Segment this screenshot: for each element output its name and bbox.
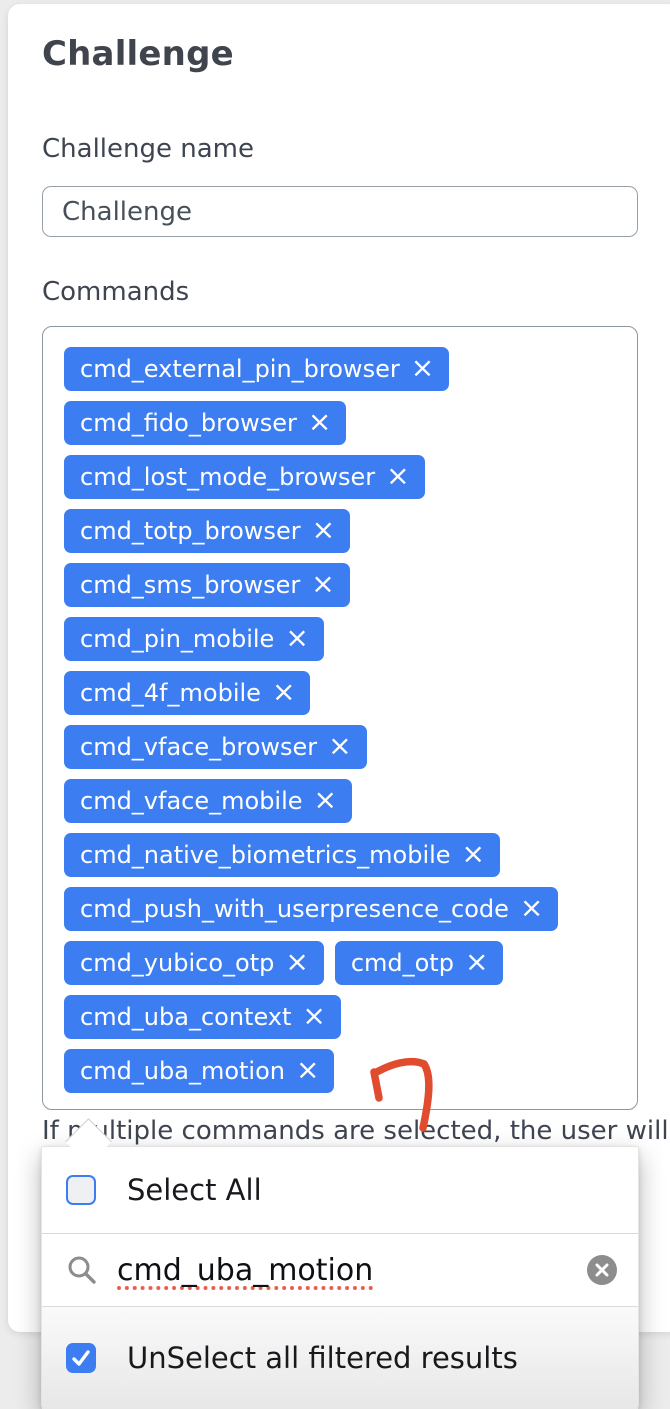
divider: [42, 1233, 638, 1234]
checkmark-icon: [72, 1350, 90, 1366]
chip-remove-icon[interactable]: ×: [311, 513, 336, 546]
command-chip-label: cmd_external_pin_browser: [80, 355, 400, 383]
chip-row: cmd_push_with_userpresence_code ×: [64, 887, 619, 931]
clear-search-button[interactable]: [587, 1255, 617, 1285]
search-icon: [66, 1254, 98, 1286]
command-chip[interactable]: cmd_fido_browser ×: [64, 401, 347, 445]
command-chip[interactable]: cmd_totp_browser ×: [64, 509, 351, 553]
chip-remove-icon[interactable]: ×: [311, 567, 335, 600]
command-chip[interactable]: cmd_4f_mobile ×: [64, 671, 311, 715]
command-chip[interactable]: cmd_sms_browser ×: [64, 563, 350, 607]
command-chip-label: cmd_push_with_userpresence_code: [80, 895, 509, 923]
command-chip-label: cmd_uba_motion: [80, 1057, 285, 1085]
chip-remove-icon[interactable]: ×: [519, 891, 544, 924]
command-chip[interactable]: cmd_yubico_otp ×: [64, 941, 324, 985]
command-chip-label: cmd_native_biometrics_mobile: [80, 841, 451, 869]
chip-remove-icon[interactable]: ×: [271, 675, 296, 708]
chip-remove-icon[interactable]: ×: [296, 1053, 320, 1086]
command-chip-label: cmd_uba_context: [80, 1003, 292, 1031]
chip-row: cmd_lost_mode_browser ×: [64, 455, 619, 499]
commands-dropdown: Select All cmd_uba_motion UnSelect all f…: [41, 1146, 639, 1409]
select-all-checkbox[interactable]: [66, 1175, 96, 1205]
command-chip[interactable]: cmd_lost_mode_browser ×: [64, 455, 425, 499]
chip-remove-icon[interactable]: ×: [313, 783, 337, 816]
chip-row: cmd_sms_browser ×: [64, 563, 619, 607]
chip-remove-icon[interactable]: ×: [328, 729, 352, 762]
command-chip[interactable]: cmd_otp ×: [334, 941, 504, 985]
search-row[interactable]: cmd_uba_motion: [42, 1234, 638, 1306]
unselect-filtered-label: UnSelect all filtered results: [127, 1341, 518, 1375]
chip-row: cmd_vface_browser ×: [64, 725, 619, 769]
chip-row: cmd_yubico_otp × cmd_otp ×: [64, 941, 619, 985]
chip-remove-icon[interactable]: ×: [302, 999, 326, 1032]
command-chip-label: cmd_yubico_otp: [80, 949, 275, 977]
challenge-name-input[interactable]: [42, 186, 638, 237]
chip-remove-icon[interactable]: ×: [464, 945, 489, 978]
chip-row: cmd_external_pin_browser ×: [64, 347, 619, 391]
chip-remove-icon[interactable]: ×: [285, 945, 309, 978]
command-chip[interactable]: cmd_uba_motion ×: [64, 1049, 335, 1093]
unselect-filtered-row[interactable]: UnSelect all filtered results: [42, 1307, 638, 1409]
select-all-row[interactable]: Select All: [42, 1147, 638, 1233]
challenge-name-label: Challenge name: [42, 134, 254, 164]
command-chip-label: cmd_4f_mobile: [80, 679, 261, 707]
command-chip-label: cmd_sms_browser: [80, 571, 301, 599]
divider: [42, 1306, 638, 1307]
command-chip[interactable]: cmd_native_biometrics_mobile ×: [64, 833, 501, 877]
command-chip[interactable]: cmd_uba_context ×: [64, 995, 341, 1039]
page-title: Challenge: [42, 34, 234, 74]
command-chip[interactable]: cmd_external_pin_browser ×: [64, 347, 450, 391]
command-chip-label: cmd_vface_browser: [80, 733, 318, 761]
command-chip-label: cmd_pin_mobile: [80, 625, 275, 653]
command-chip-label: cmd_vface_mobile: [80, 787, 303, 815]
command-chip[interactable]: cmd_pin_mobile ×: [64, 617, 324, 661]
chip-remove-icon[interactable]: ×: [461, 837, 486, 870]
commands-helper-text: If multiple commands are selected, the u…: [42, 1116, 669, 1146]
command-chip-label: cmd_fido_browser: [80, 409, 297, 437]
red-annotation-arrow-icon: [370, 1057, 433, 1132]
chip-row: cmd_uba_context ×: [64, 995, 619, 1039]
chip-remove-icon[interactable]: ×: [285, 621, 309, 654]
select-all-label: Select All: [127, 1173, 262, 1207]
selected-commands-list: cmd_external_pin_browser×cmd_fido_browse…: [64, 347, 619, 1093]
chip-row: cmd_4f_mobile ×: [64, 671, 619, 715]
chip-remove-icon[interactable]: ×: [410, 351, 435, 384]
chip-remove-icon[interactable]: ×: [307, 405, 332, 438]
commands-multiselect[interactable]: cmd_external_pin_browser×cmd_fido_browse…: [42, 326, 638, 1110]
command-chip[interactable]: cmd_vface_mobile ×: [64, 779, 352, 823]
chip-remove-icon[interactable]: ×: [386, 459, 410, 492]
command-chip[interactable]: cmd_vface_browser ×: [64, 725, 367, 769]
command-chip-label: cmd_lost_mode_browser: [80, 463, 376, 491]
chip-row: cmd_native_biometrics_mobile ×: [64, 833, 619, 877]
command-chip-label: cmd_totp_browser: [80, 517, 301, 545]
unselect-filtered-checkbox[interactable]: [66, 1343, 96, 1373]
command-chip[interactable]: cmd_push_with_userpresence_code ×: [64, 887, 559, 931]
chip-row: cmd_uba_motion ×: [64, 1049, 619, 1093]
chip-row: cmd_totp_browser ×: [64, 509, 619, 553]
chip-row: cmd_vface_mobile ×: [64, 779, 619, 823]
commands-label: Commands: [42, 277, 190, 307]
search-input[interactable]: cmd_uba_motion: [117, 1252, 374, 1288]
command-chip-label: cmd_otp: [350, 949, 454, 977]
chip-row: cmd_fido_browser ×: [64, 401, 619, 445]
chip-row: cmd_pin_mobile ×: [64, 617, 619, 661]
